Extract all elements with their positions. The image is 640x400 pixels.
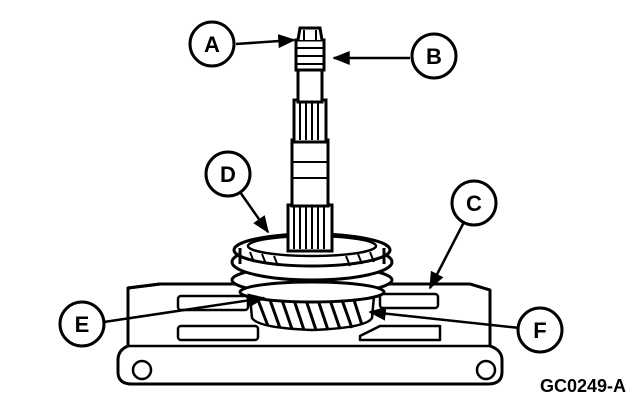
callout-b-label: B (426, 44, 442, 69)
callout-a: A (188, 20, 236, 68)
mounting-hole (475, 359, 497, 381)
leader-d (238, 191, 270, 234)
leader-a (235, 34, 296, 49)
callout-e-label: E (75, 312, 90, 337)
callout-f-label: F (533, 318, 546, 343)
leader-e (103, 293, 266, 324)
output-shaft (286, 26, 334, 253)
mounting-hole (131, 359, 153, 381)
base-plate (116, 282, 504, 386)
callout-d-label: D (220, 162, 236, 187)
leader-f (368, 306, 521, 330)
plate-slot (358, 324, 442, 342)
callout-e: E (58, 300, 106, 348)
plate-slot (176, 324, 260, 342)
callout-d: D (204, 150, 252, 198)
callout-f: F (516, 306, 564, 354)
callout-a-label: A (204, 32, 220, 57)
leader-c (428, 221, 466, 290)
figure-code: GC0249-A (540, 376, 626, 396)
callout-b: B (410, 32, 458, 80)
plate-slot (378, 292, 440, 310)
callout-c: C (450, 179, 498, 227)
leader-lines (103, 34, 521, 330)
callout-c-label: C (466, 191, 482, 216)
